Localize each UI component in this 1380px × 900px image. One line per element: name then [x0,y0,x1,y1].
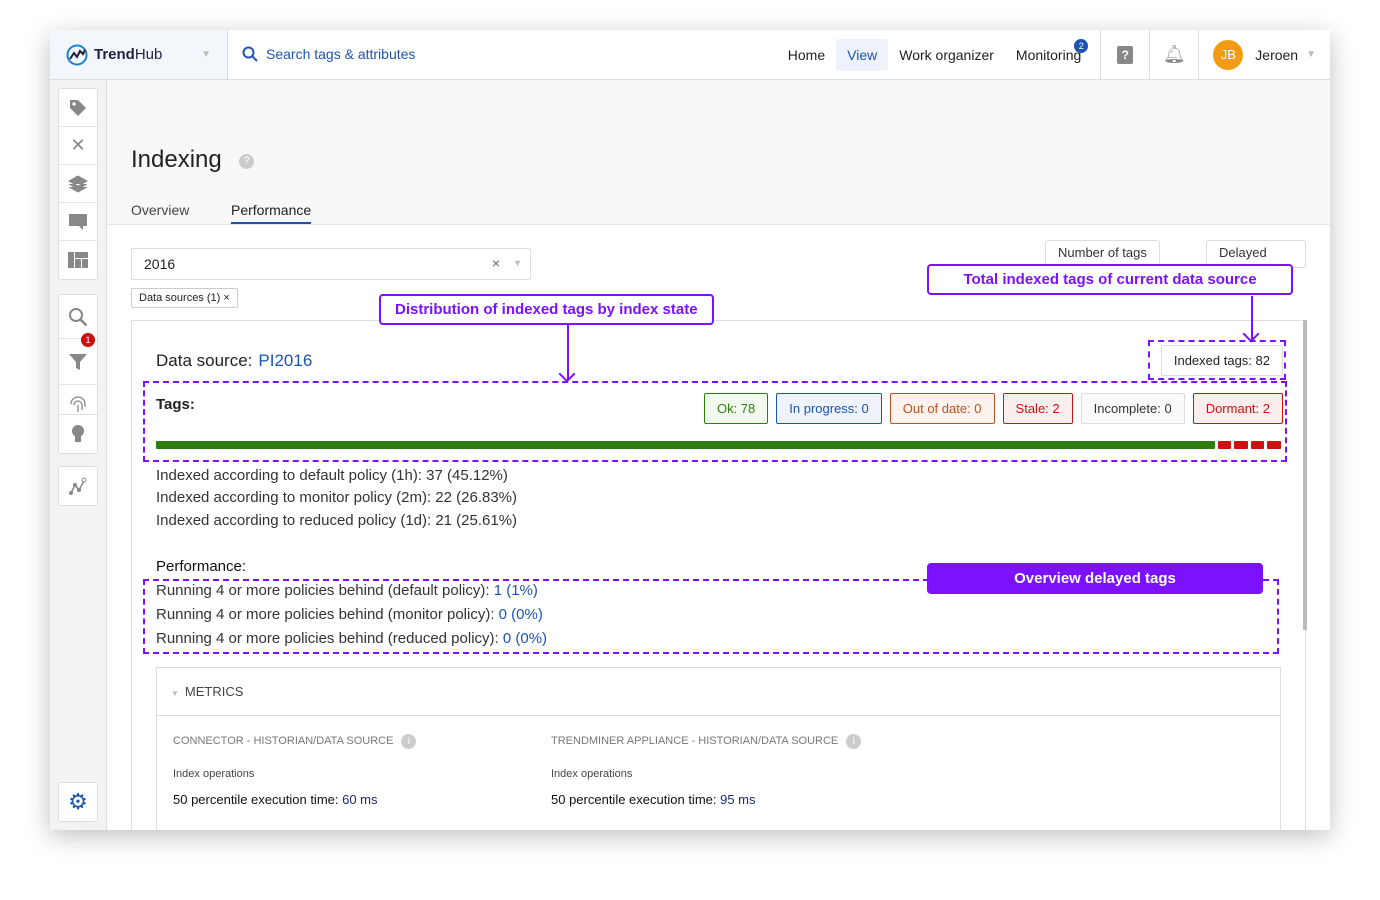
filter-badge: 1 [81,333,95,347]
state-bar-segment [1250,441,1265,449]
perf-monitor-link[interactable]: 0 (0%) [498,606,543,623]
state-badge[interactable]: In progress: 0 [776,393,882,424]
data-source-link[interactable]: PI2016 [258,351,313,370]
nav-monitoring-label: Monitoring [1015,46,1082,63]
search-icon[interactable] [59,295,97,339]
exec-time-appliance: 50 percentile execution time: 95 ms [551,792,756,807]
tab-overview[interactable]: Overview [131,202,190,218]
state-badge[interactable]: Ok: 78 [703,393,769,424]
annotation-arrow [567,325,569,380]
search-icon [242,46,258,62]
state-badge[interactable]: Out of date: 0 [889,393,995,424]
sidebar: ✕ 1 ⚙ [50,80,107,830]
annotation-distribution: Distribution of indexed tags by index st… [379,294,714,325]
comment-icon[interactable] [59,203,97,241]
perf-reduced: Running 4 or more policies behind (reduc… [156,630,548,647]
main-content: Indexing ? Overview Performance 2016×▼ D… [107,80,1330,830]
state-bar-segment [1217,441,1232,449]
policy-monitor: Indexed according to monitor policy (2m)… [156,489,518,506]
state-badge[interactable]: Stale: 2 [1002,393,1073,424]
perf-monitor: Running 4 or more policies behind (monit… [156,606,543,623]
fingerprint-icon[interactable] [59,385,97,423]
tag-icon[interactable] [59,89,97,127]
state-bar-segment [1234,441,1248,449]
metrics-panel: ▼METRICS CONNECTOR - HISTORIAN/DATA SOUR… [156,667,1281,830]
perf-default-link[interactable]: 1 (1%) [493,582,538,599]
brand-switcher[interactable]: TrendHub ▼ [50,30,228,79]
chevron-down-icon: ▼ [1306,49,1316,60]
policy-default: Indexed according to default policy (1h)… [156,467,508,484]
annotation-perf-box [143,579,1279,654]
annotation-total-indexed: Total indexed tags of current data sourc… [927,264,1293,295]
index-operations-label: Index operations [551,768,633,780]
data-source-title: Data source:PI2016 [156,351,313,370]
state-badge[interactable]: Dormant: 2 [1192,393,1283,424]
state-bar-segment [156,441,1215,449]
help-icon[interactable]: ? [1101,45,1149,64]
state-badge[interactable]: Incomplete: 0 [1080,393,1185,424]
info-icon[interactable]: i [401,734,417,749]
metrics-col-appliance: TRENDMINER APPLIANCE - HISTORIAN/DATA SO… [551,734,862,749]
user-name[interactable]: Jeroen [1255,46,1299,63]
nav-home[interactable]: Home [787,46,826,63]
tab-performance[interactable]: Performance [231,202,312,224]
monitoring-badge: 2 [1074,38,1089,53]
search-placeholder: Search tags & attributes [266,46,416,62]
lightbulb-icon[interactable] [59,415,97,453]
help-icon[interactable]: ? [239,154,254,169]
filter-icon[interactable]: 1 [59,333,97,385]
index-operations-label: Index operations [173,768,255,780]
filter-chip[interactable]: Data sources (1) × [131,288,238,308]
nav-work-organizer[interactable]: Work organizer [899,46,994,63]
dashboard-icon[interactable] [59,241,97,279]
trendhub-logo-icon [66,44,88,65]
state-bar-segment [1267,441,1282,449]
scrollbar[interactable] [1303,320,1307,630]
annotation-tags-box [143,381,1287,462]
close-icon: × [223,292,230,304]
search-input[interactable]: Search tags & attributes [242,46,415,62]
sort-delayed-button[interactable]: Delayed [1206,240,1306,268]
policy-reduced: Indexed according to reduced policy (1d)… [156,512,518,529]
info-icon[interactable]: i [846,734,862,749]
top-header: TrendHub ▼ Search tags & attributes Home… [50,30,1330,80]
clear-icon[interactable]: × [491,255,500,271]
avatar[interactable]: JB [1213,39,1244,70]
perf-default: Running 4 or more policies behind (defau… [156,582,538,599]
page-title: Indexing [131,146,222,173]
annotation-delayed: Overview delayed tags [927,563,1263,594]
performance-label: Performance: [156,558,247,575]
perf-reduced-link[interactable]: 0 (0%) [502,630,548,647]
gear-icon[interactable]: ⚙ [68,789,88,814]
chevron-down-icon: ▼ [513,258,522,268]
tags-label: Tags: [156,396,195,413]
brand-name: TrendHub [94,46,163,63]
calculator-icon[interactable]: ✕ [59,127,97,165]
bell-icon[interactable]: 🔔︎ [1162,44,1186,64]
annotation-indexed-box [1148,340,1286,380]
graph-icon[interactable] [59,467,97,505]
exec-time-connector: 50 percentile execution time: 60 ms [173,792,378,807]
data-source-select[interactable]: 2016×▼ [131,248,531,280]
metrics-toggle[interactable]: ▼METRICS [157,668,1280,716]
chevron-down-icon: ▼ [201,49,211,60]
layers-icon[interactable] [59,165,97,203]
indexed-tags-count: Indexed tags: 82 [1160,345,1283,376]
app-window: TrendHub ▼ Search tags & attributes Home… [50,30,1330,830]
nav-view[interactable]: View [836,38,889,71]
annotation-arrow [1251,296,1253,340]
index-state-bar [156,441,1282,449]
chevron-down-icon: ▼ [171,689,179,698]
